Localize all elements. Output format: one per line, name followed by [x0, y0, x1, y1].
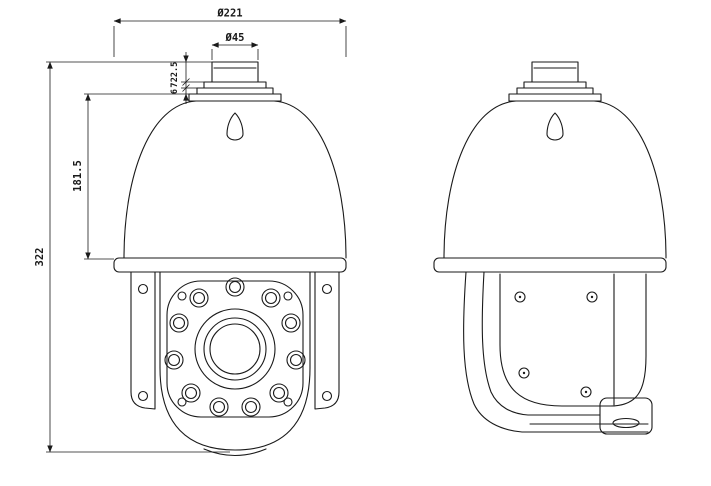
ir-led [192, 291, 206, 305]
side-top-cap [508, 61, 602, 102]
front-dome [123, 100, 347, 259]
ir-led [228, 280, 242, 294]
screw [580, 386, 592, 398]
lens-mid-ring [203, 317, 267, 381]
cap-collar [196, 87, 274, 95]
screw [321, 283, 333, 295]
ir-led [184, 386, 198, 400]
bracket-arm-inner [481, 271, 601, 416]
dome-top-ring [188, 93, 282, 102]
ir-led [264, 291, 278, 305]
screw-center [584, 390, 588, 394]
bracket-arm-outer [463, 271, 649, 433]
dim-label-dome-diameter: Ø221 [216, 8, 242, 20]
foot-slot [612, 417, 640, 429]
right-bracket-strap [314, 271, 340, 410]
screw [137, 390, 149, 402]
chain-tick [182, 78, 190, 86]
cap-cylinder [531, 61, 579, 83]
side-dome [443, 100, 667, 259]
ir-led [289, 353, 303, 367]
panel-screw [177, 397, 187, 407]
ir-led [212, 400, 226, 414]
dome-rim [113, 257, 347, 273]
screw [514, 291, 526, 303]
views [113, 61, 667, 456]
dimensions: Ø221 Ø45 22.5 7 6 181.5 [34, 8, 347, 453]
cap-flange [523, 81, 587, 89]
cap-cylinder [211, 61, 259, 83]
screw-center [522, 371, 526, 375]
dim-label-dome-height: 181.5 [72, 160, 84, 192]
ir-led [272, 386, 286, 400]
ir-led [169, 313, 189, 333]
screw [321, 390, 333, 402]
cap-flange [203, 81, 267, 89]
dim-cap-diameter: Ø45 [211, 32, 259, 60]
dome-outline [443, 100, 667, 259]
ir-led [284, 316, 298, 330]
chain-tick [182, 84, 190, 92]
dim-label-collar-height: 6 [170, 89, 180, 94]
side-housing [463, 271, 653, 435]
dim-label-cap-diameter: Ø45 [225, 32, 245, 44]
strap-outline [314, 271, 340, 410]
dim-label-cap-height: 22.5 [170, 62, 180, 82]
ir-led [261, 288, 281, 308]
screw [518, 367, 530, 379]
ir-led [172, 316, 186, 330]
side-view [433, 61, 667, 435]
dome-rim [433, 257, 667, 273]
lens-outer-ring [194, 308, 276, 390]
ir-led [181, 383, 201, 403]
screw [586, 291, 598, 303]
panel-screw [177, 291, 187, 301]
screw-center [518, 295, 522, 299]
housing-bottom-cap [203, 448, 267, 456]
front-top-cap [188, 61, 282, 102]
ir-led [167, 353, 181, 367]
housing-body-outline [159, 271, 311, 451]
front-housing [130, 271, 340, 456]
ir-led [189, 288, 209, 308]
front-ir-led-array [164, 277, 306, 417]
dome-outline [123, 100, 347, 259]
front-view [113, 61, 347, 456]
ir-led [241, 397, 261, 417]
ir-led [269, 383, 289, 403]
mount-foot [599, 397, 653, 435]
screw [137, 283, 149, 295]
dim-dome-diameter: Ø221 [113, 8, 347, 57]
dim-label-overall-height: 322 [34, 248, 46, 267]
dome-top-ring [508, 93, 602, 102]
dim-dome-height: 181.5 [72, 93, 189, 260]
dome-inner-knob [226, 112, 244, 141]
dim-overall-height: 322 [34, 61, 230, 453]
dome-inner-knob [546, 112, 564, 141]
body-side-outline [499, 273, 647, 407]
foot-block [599, 397, 653, 435]
strap-outline [130, 271, 156, 410]
panel-screw [283, 291, 293, 301]
ir-led [164, 350, 184, 370]
panel-screw [283, 397, 293, 407]
left-bracket-strap [130, 271, 156, 410]
ir-led [286, 350, 306, 370]
ir-led [281, 313, 301, 333]
cap-collar [516, 87, 594, 95]
screw-center [590, 295, 594, 299]
lens-inner-ring [209, 323, 261, 375]
ir-led [244, 400, 258, 414]
ir-led [209, 397, 229, 417]
front-lens [194, 308, 276, 390]
dim-cap-chain: 22.5 7 6 [170, 52, 204, 104]
dim-label-flange-height: 7 [170, 82, 180, 87]
ir-led [225, 277, 245, 297]
